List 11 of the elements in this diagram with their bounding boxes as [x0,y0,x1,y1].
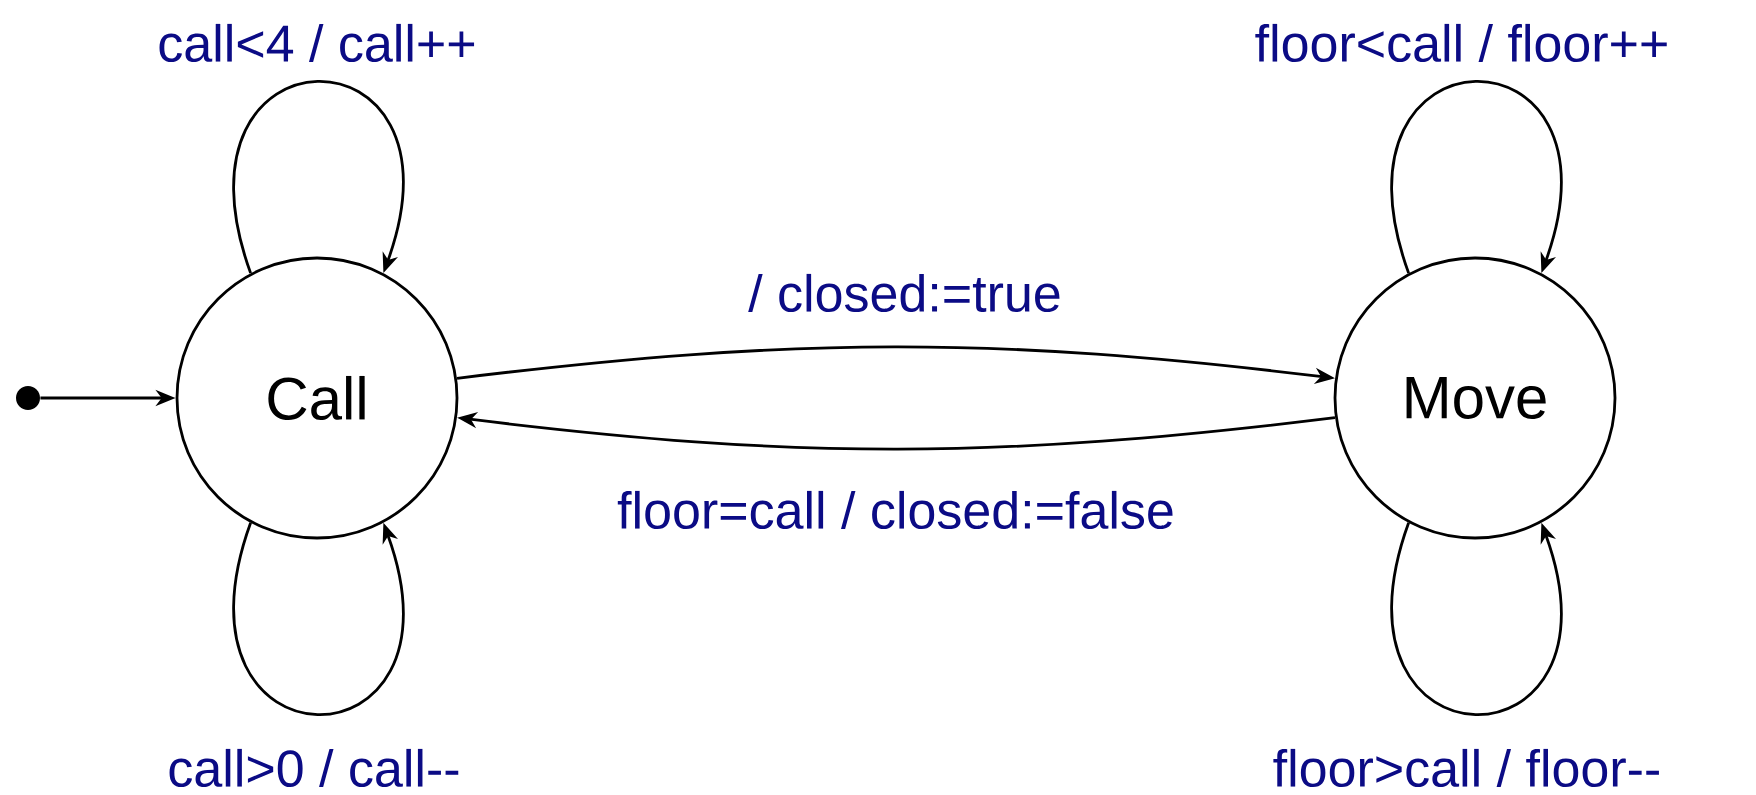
arrow [233,80,404,274]
edge-label: / closed:=true [746,271,1064,315]
edge-label: floor=call / closed:=false [615,488,1177,532]
edge-label: floor>call / floor-- [1270,746,1664,790]
arrow [1391,522,1562,716]
edge-label: floor<call / floor++ [1252,21,1672,65]
edge-label: call<4 / call++ [155,21,479,65]
arrow [1391,80,1562,274]
initial-dot [16,386,40,410]
arrow [233,522,404,716]
edge-label: call>0 / call-- [165,746,463,790]
